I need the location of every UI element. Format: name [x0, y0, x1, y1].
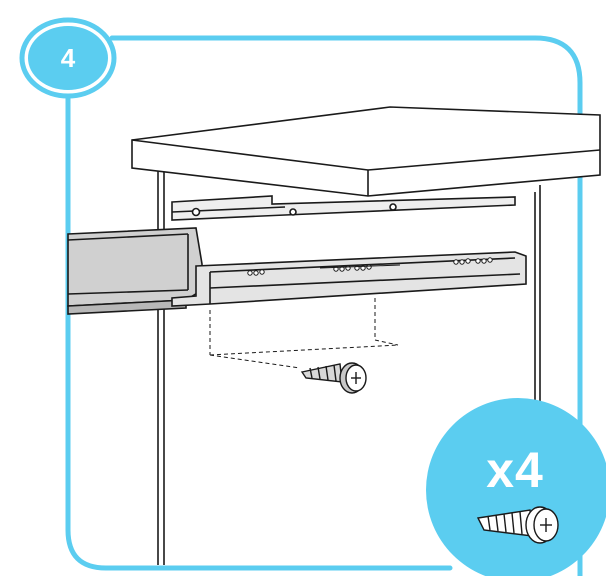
screw-guide-lines [209, 298, 399, 369]
step-badge-fill [28, 26, 108, 90]
step-frame [65, 35, 583, 576]
screw-icon [300, 362, 367, 394]
drawer-slide-rail [171, 251, 527, 307]
cabinet [131, 106, 601, 565]
quantity-badge [426, 398, 606, 576]
hardware-screw-icon [476, 506, 559, 544]
